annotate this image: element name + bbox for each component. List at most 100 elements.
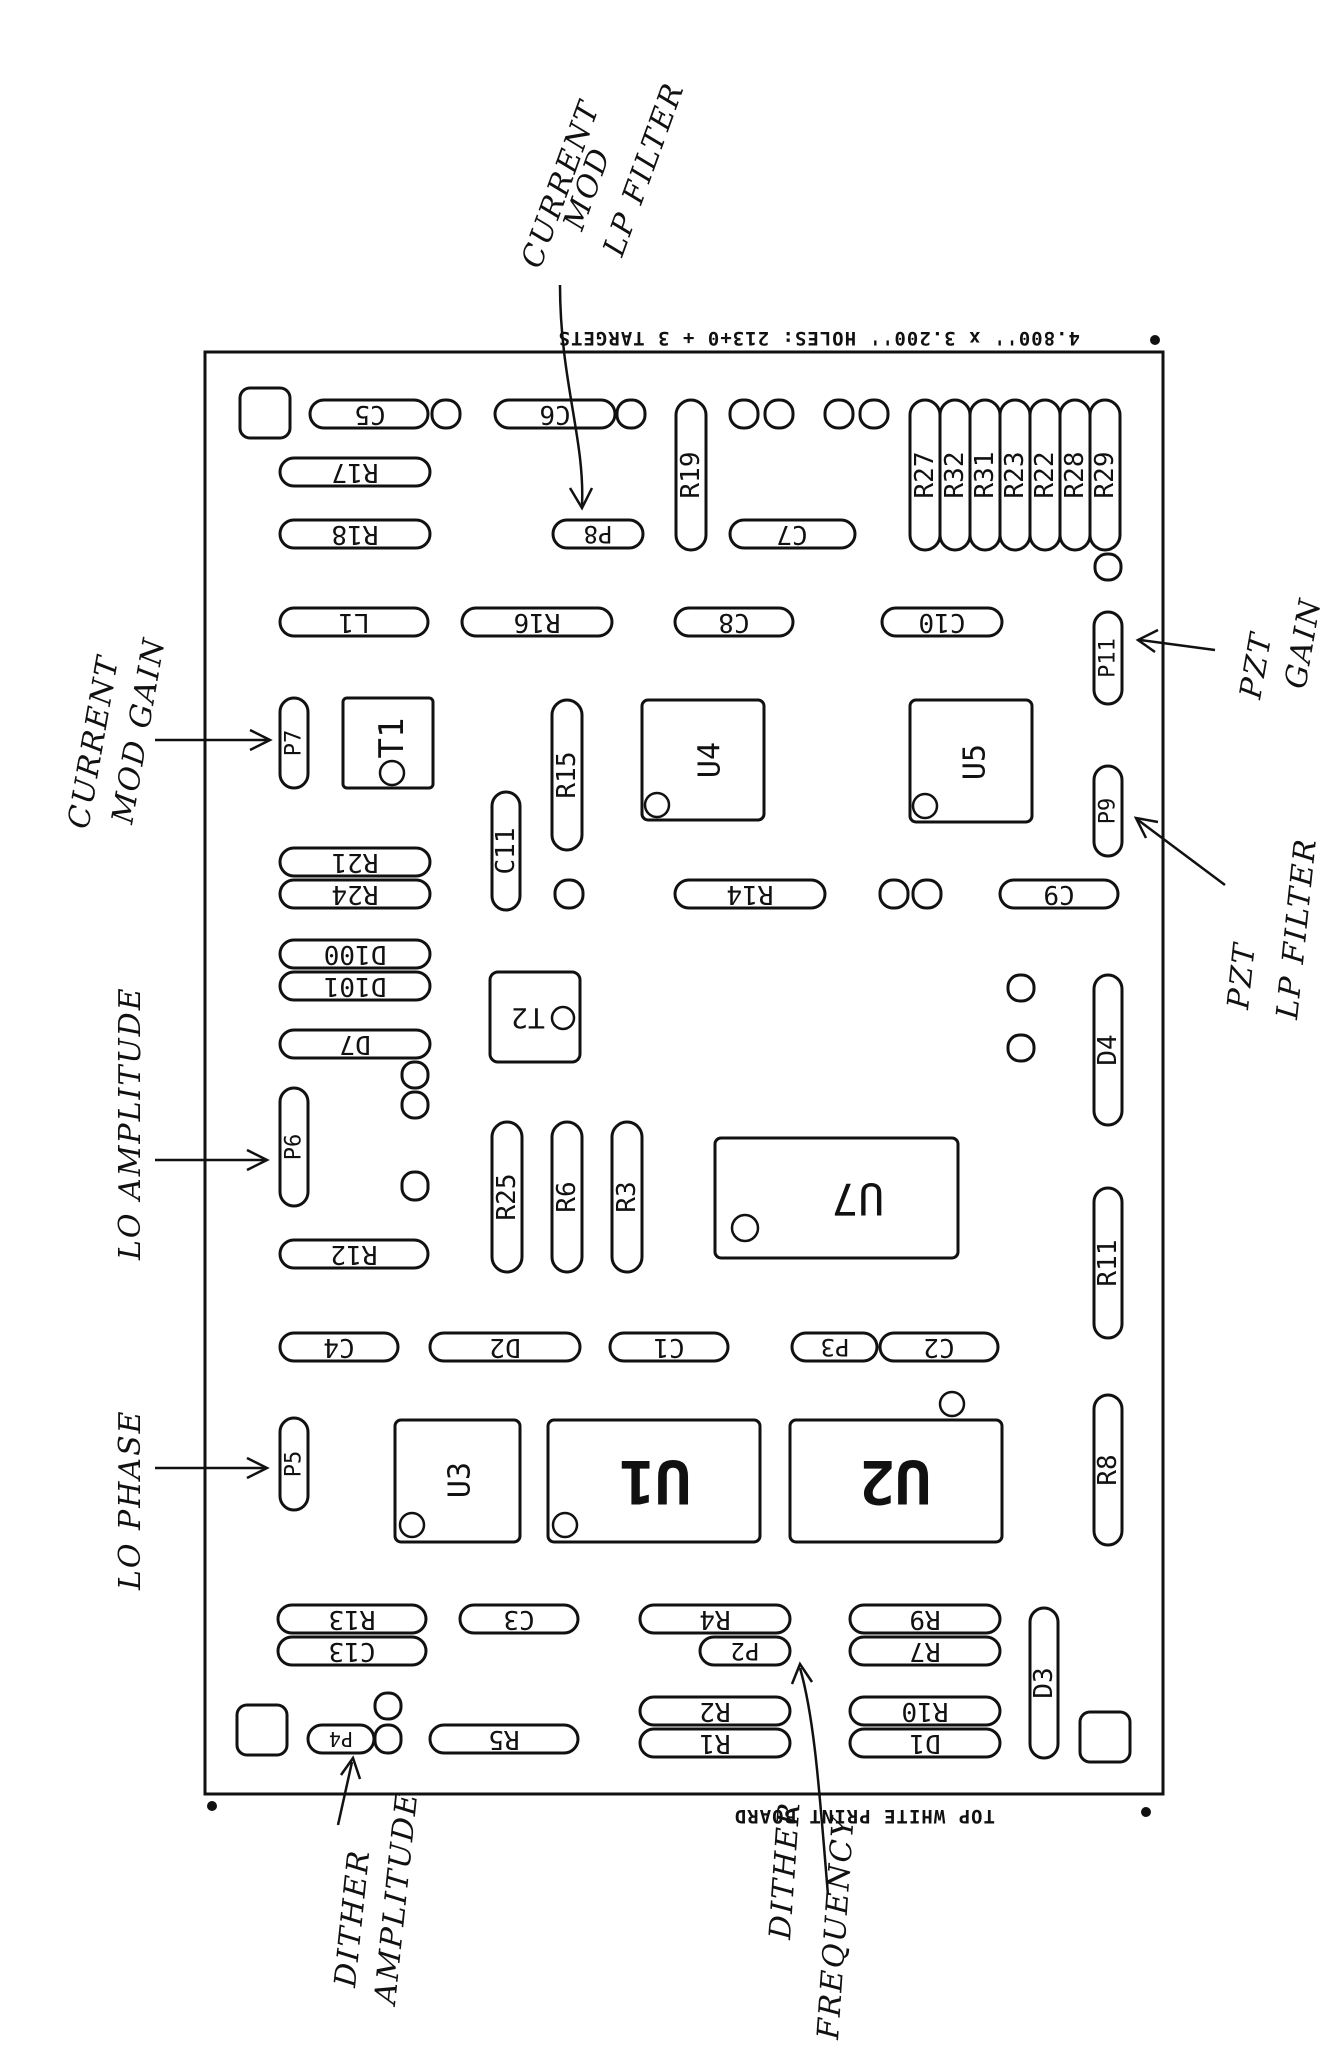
comp-p9: P9 xyxy=(1092,764,1124,858)
svg-text:D100: D100 xyxy=(324,939,387,969)
arrow-pzt-lp-filter xyxy=(1133,816,1226,887)
svg-text:C3: C3 xyxy=(503,1604,534,1634)
svg-text:R11: R11 xyxy=(1093,1240,1123,1287)
comp-r17: R17 xyxy=(278,456,432,488)
svg-text:DITHER: DITHER xyxy=(328,1847,377,1989)
svg-text:R18: R18 xyxy=(332,519,379,549)
arrow-lo-phase xyxy=(155,1456,270,1480)
comp-r3: R3 xyxy=(610,1120,644,1274)
comp-r10: R10 xyxy=(848,1695,1002,1727)
mounting-pad-bottom-right xyxy=(1078,1710,1132,1764)
comp-c1: C1 xyxy=(608,1331,730,1363)
svg-text:R6: R6 xyxy=(552,1181,582,1212)
annotation-current-mod-lp-filter: CURRENT MOD LP FILTER xyxy=(515,77,692,272)
annotation-dither-amplitude: DITHER AMPLITUDE xyxy=(328,1790,425,2009)
svg-text:P8: P8 xyxy=(584,520,613,548)
comp-r18: R18 xyxy=(278,518,432,550)
svg-text:LP FILTER: LP FILTER xyxy=(1270,836,1320,1022)
comp-p8: P8 xyxy=(551,518,645,550)
svg-text:R27: R27 xyxy=(910,452,940,499)
comp-r14: R14 xyxy=(673,878,827,910)
annotation-dither-frequency: DITHER FREQUENCY xyxy=(763,1800,862,2042)
svg-text:C13: C13 xyxy=(329,1636,376,1666)
comp-r21: R21 xyxy=(278,846,432,878)
svg-text:U5: U5 xyxy=(958,744,993,780)
svg-text:U2: U2 xyxy=(859,1446,931,1516)
svg-text:C7: C7 xyxy=(776,519,807,549)
comp-d100: D100 xyxy=(278,938,432,970)
svg-text:R5: R5 xyxy=(488,1724,519,1754)
comp-r2: R2 xyxy=(638,1695,792,1727)
comp-u3: U3 xyxy=(393,1418,522,1544)
comp-u7: U7 xyxy=(713,1136,960,1260)
svg-text:R28: R28 xyxy=(1060,452,1090,499)
svg-text:P5: P5 xyxy=(282,1451,307,1478)
svg-text:P7: P7 xyxy=(282,730,307,757)
svg-text:PZT: PZT xyxy=(1233,629,1279,702)
comp-u5: U5 xyxy=(908,698,1034,824)
comp-t1: T1 xyxy=(341,696,435,790)
comp-r1: R1 xyxy=(638,1727,792,1759)
svg-text:C9: C9 xyxy=(1043,879,1074,909)
svg-text:P6: P6 xyxy=(282,1134,307,1161)
svg-text:U3: U3 xyxy=(443,1462,478,1498)
svg-text:T2: T2 xyxy=(511,1002,545,1035)
comp-u2: U2 xyxy=(788,1390,1004,1544)
arrow-dither-amplitude xyxy=(336,1755,362,1826)
svg-text:LO AMPLITUDE: LO AMPLITUDE xyxy=(113,986,148,1261)
comp-u4: U4 xyxy=(640,698,766,822)
board-header-text: 4.800'' x 3.200'' HOLES: 213+0 + 3 TARGE… xyxy=(558,327,1080,349)
svg-text:P2: P2 xyxy=(731,1637,760,1665)
svg-text:R10: R10 xyxy=(902,1696,949,1726)
comp-r4: R4 xyxy=(638,1603,792,1635)
comp-pads-p4 xyxy=(373,1691,403,1755)
svg-text:R24: R24 xyxy=(332,879,379,909)
arrow-current-mod-lp-filter xyxy=(558,284,594,511)
svg-text:R23: R23 xyxy=(1000,452,1030,499)
svg-text:C1: C1 xyxy=(653,1332,684,1362)
svg-text:D4: D4 xyxy=(1093,1034,1123,1065)
comp-c7: C7 xyxy=(728,518,857,550)
comp-r5: R5 xyxy=(428,1723,580,1755)
svg-text:D1: D1 xyxy=(909,1728,940,1758)
annotation-lo-phase: LO PHASE xyxy=(113,1409,148,1591)
svg-text:R15: R15 xyxy=(552,752,582,799)
svg-text:P9: P9 xyxy=(1096,798,1121,825)
svg-text:C4: C4 xyxy=(323,1332,354,1362)
svg-text:R22: R22 xyxy=(1030,452,1060,499)
comp-pads-r14-right xyxy=(878,878,943,910)
svg-text:C11: C11 xyxy=(491,828,521,875)
svg-text:R9: R9 xyxy=(909,1604,940,1634)
svg-text:L1: L1 xyxy=(338,607,369,637)
svg-text:R19: R19 xyxy=(676,452,706,499)
comp-p11: P11 xyxy=(1092,610,1124,706)
comp-r19: R19 xyxy=(674,398,708,552)
comp-c6: C6 xyxy=(493,398,647,430)
comp-u1: U1 xyxy=(546,1418,762,1544)
comp-pads-d4-left xyxy=(1006,973,1036,1063)
svg-text:P4: P4 xyxy=(329,1727,353,1751)
comp-p3: P3 xyxy=(790,1331,879,1363)
svg-text:R31: R31 xyxy=(970,452,1000,499)
svg-text:C6: C6 xyxy=(539,399,570,429)
svg-text:D7: D7 xyxy=(339,1029,370,1059)
comp-r11: R11 xyxy=(1092,1186,1124,1340)
annotation-lo-amplitude: LO AMPLITUDE xyxy=(113,986,148,1261)
corner-marker-bottom-right xyxy=(1141,1807,1151,1817)
svg-text:D101: D101 xyxy=(324,971,387,1001)
comp-d7: D7 xyxy=(278,1028,432,1060)
comp-l1: L1 xyxy=(278,606,430,638)
comp-pads-top-middle xyxy=(728,398,890,430)
mounting-pad-bottom-left xyxy=(235,1703,289,1757)
svg-text:R7: R7 xyxy=(909,1636,940,1666)
svg-text:R3: R3 xyxy=(612,1181,642,1212)
comp-c10: C10 xyxy=(880,606,1004,638)
comp-d2: D2 xyxy=(428,1331,582,1363)
svg-text:R2: R2 xyxy=(699,1696,730,1726)
svg-text:D2: D2 xyxy=(489,1332,520,1362)
comp-d1: D1 xyxy=(848,1727,1002,1759)
comp-c13: C13 xyxy=(276,1635,428,1667)
svg-text:R25: R25 xyxy=(492,1174,522,1221)
svg-text:P3: P3 xyxy=(821,1333,850,1361)
